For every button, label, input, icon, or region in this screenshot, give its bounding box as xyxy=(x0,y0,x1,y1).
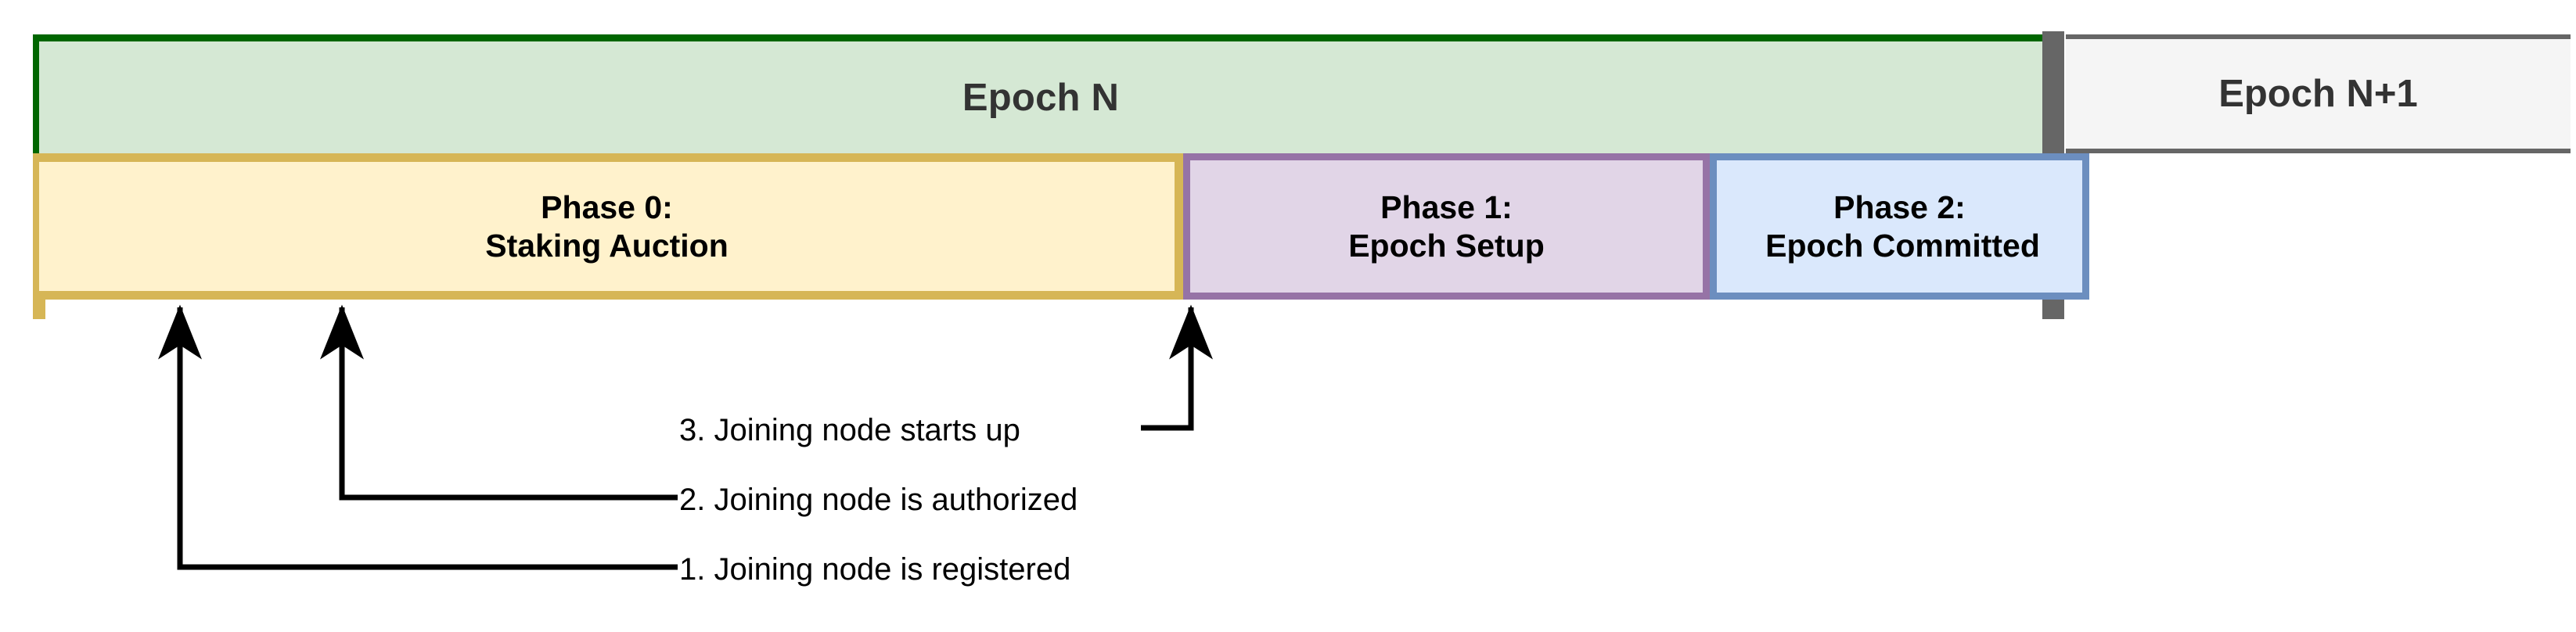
phase-0-title: Phase 0: xyxy=(541,189,673,226)
annotation-label-event-3: 3. Joining node starts up xyxy=(679,413,1020,447)
phase-2-title: Phase 2: xyxy=(1833,189,1966,226)
epoch-n-label: Epoch N xyxy=(962,76,1120,119)
phase-0-subtitle: Staking Auction xyxy=(485,227,729,264)
epoch-n-plus-1-box: Epoch N+1 xyxy=(2066,34,2571,153)
annotation-label-event-1: 1. Joining node is registered xyxy=(679,552,1071,587)
arrow-event-1 xyxy=(158,304,678,570)
arrow-event-3 xyxy=(1141,304,1213,431)
epoch-n-box: Epoch N xyxy=(39,34,2042,153)
phase-2-subtitle: Epoch Committed xyxy=(1765,227,2040,264)
phase-2-box: Phase 2: Epoch Committed xyxy=(1710,153,2089,300)
arrow-event-2 xyxy=(320,304,678,501)
phase-1-subtitle: Epoch Setup xyxy=(1348,227,1545,264)
phase-1-title: Phase 1: xyxy=(1380,189,1513,226)
phase-0-box: Phase 0: Staking Auction xyxy=(39,153,1183,300)
epoch-n-plus-1-label: Epoch N+1 xyxy=(2218,73,2418,115)
annotation-label-event-2: 2. Joining node is authorized xyxy=(679,483,1078,517)
phase-1-box: Phase 1: Epoch Setup xyxy=(1183,153,1710,300)
